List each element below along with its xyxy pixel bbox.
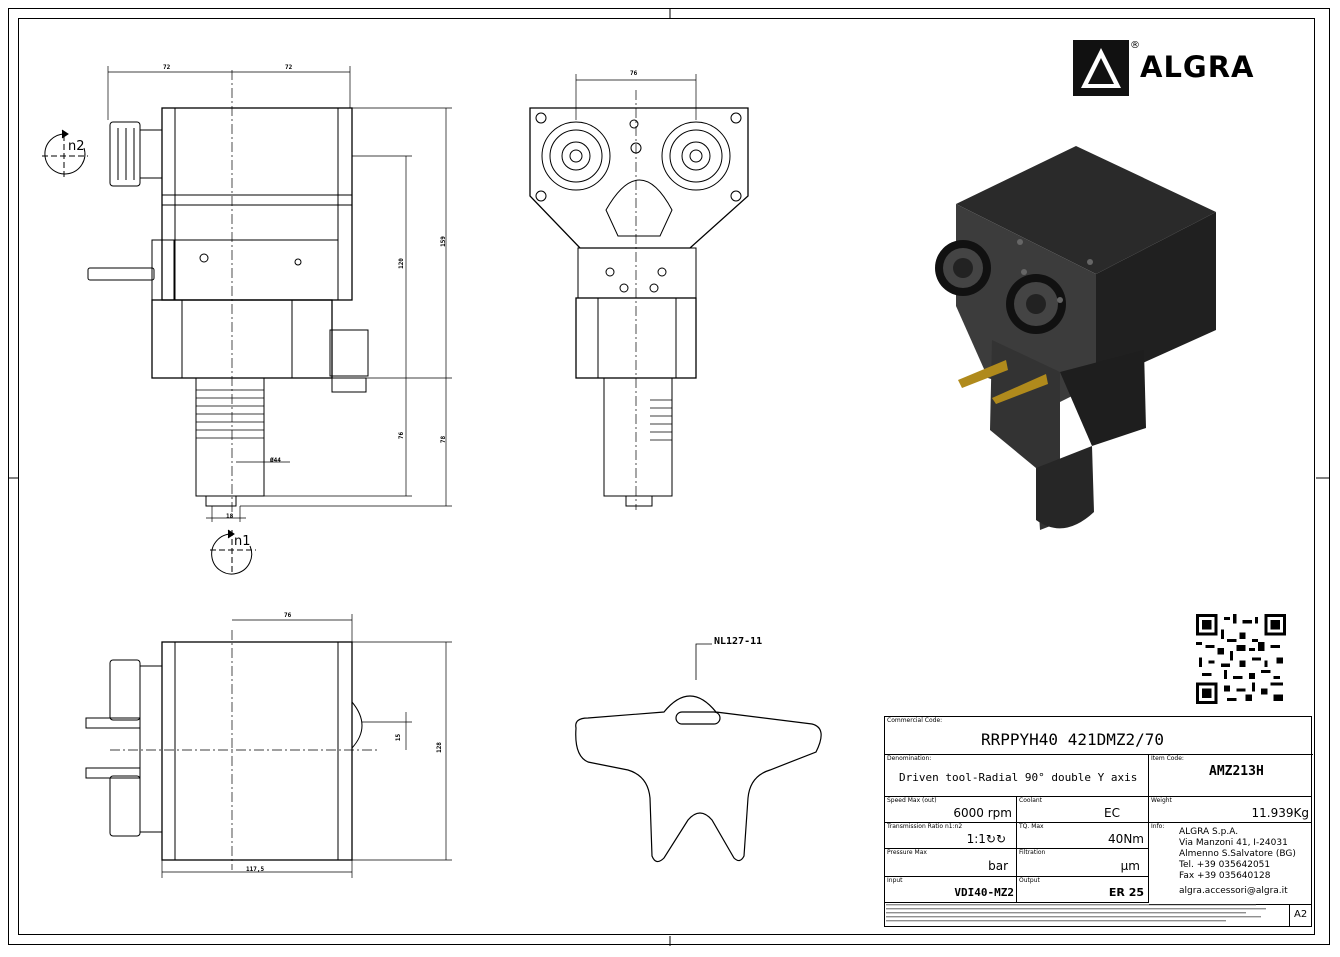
coolant-cell: Coolant EC bbox=[1017, 797, 1149, 823]
info-company: ALGRA S.p.A. bbox=[1179, 827, 1239, 837]
weight-cell: Weight 11.939Kg bbox=[1149, 797, 1311, 823]
dim-18: 18 bbox=[226, 513, 234, 520]
commercial-code-value: RRPPYH40 421DMZ2/70 bbox=[981, 730, 1165, 749]
transmission-value: 1:1↻↻ bbox=[966, 832, 1006, 846]
filtration-cell: Filtration µm bbox=[1017, 849, 1149, 877]
side-view bbox=[42, 66, 452, 575]
item-code-label: Item Code: bbox=[1151, 755, 1184, 762]
sheet-outer-border bbox=[8, 8, 1330, 945]
pressure-max-unit: bar bbox=[988, 859, 1008, 873]
tq-max-label: TQ. Max bbox=[1019, 823, 1044, 830]
info-street: Via Manzoni 41, I-24031 bbox=[1179, 838, 1288, 848]
dim-76-top-view: 76 bbox=[284, 612, 292, 619]
qr-code bbox=[1196, 614, 1286, 704]
item-code-value: AMZ213H bbox=[1209, 764, 1264, 779]
pressure-max-label: Pressure Max bbox=[887, 849, 927, 856]
legal-fine-print bbox=[886, 904, 1266, 922]
registered-mark: ® bbox=[1130, 40, 1140, 51]
speed-max-unit: rpm bbox=[987, 806, 1012, 820]
dim-15: 15 bbox=[395, 733, 403, 742]
input-value: VDI40-MZ2 bbox=[954, 886, 1014, 899]
dim-76-front: 76 bbox=[630, 70, 638, 77]
input-label: Input bbox=[887, 877, 903, 884]
info-email: algra.accessori@algra.it bbox=[1179, 886, 1288, 896]
speed-max-label: Speed Max (out) bbox=[887, 797, 937, 804]
dim-72-left: 72 bbox=[163, 64, 171, 71]
info-label: Info: bbox=[1151, 823, 1165, 830]
coolant-value: EC bbox=[1104, 806, 1120, 820]
sheet-size-cell: A2 bbox=[1289, 905, 1311, 926]
speed-max-cell: Speed Max (out) 6000 rpm bbox=[885, 797, 1017, 823]
commercial-code-label: Commercial Code: bbox=[887, 717, 943, 724]
transmission-cell: Transmission Ratio n1:n2 1:1↻↻ bbox=[885, 823, 1017, 849]
info-fax: Fax +39 035640128 bbox=[1179, 871, 1271, 881]
filtration-unit: µm bbox=[1120, 859, 1140, 873]
dim-76-lower: 76 bbox=[398, 431, 406, 440]
dim-159: 159 bbox=[439, 236, 447, 247]
title-block: Commercial Code: RRPPYH40 421DMZ2/70 Den… bbox=[884, 716, 1313, 927]
speed-max-value: 6000 bbox=[953, 806, 984, 820]
sheet-inner-border bbox=[18, 18, 1315, 935]
dim-diameter-44: Ø44 bbox=[270, 457, 281, 464]
front-view bbox=[529, 74, 749, 510]
tq-max-unit: Nm bbox=[1123, 832, 1144, 846]
sheet-size: A2 bbox=[1294, 909, 1308, 920]
coolant-label: Coolant bbox=[1019, 797, 1043, 804]
brand-name: ALGRA bbox=[1140, 50, 1255, 84]
pressure-max-cell: Pressure Max bar bbox=[885, 849, 1017, 877]
template-label: NL127-11 bbox=[714, 636, 763, 647]
info-city: Almenno S.Salvatore (BG) bbox=[1179, 849, 1296, 859]
dim-117-5: 117,5 bbox=[246, 866, 265, 873]
rotation-label-n1: n1 bbox=[234, 534, 251, 549]
info-cell: Info: ALGRA S.p.A. Via Manzoni 41, I-240… bbox=[1149, 823, 1311, 905]
filtration-label: Filtration bbox=[1019, 849, 1046, 856]
denomination-cell: Denomination: Driven tool-Radial 90° dou… bbox=[885, 755, 1149, 797]
dim-120: 120 bbox=[397, 258, 405, 269]
dim-128: 128 bbox=[435, 742, 443, 753]
dim-78: 78 bbox=[440, 435, 448, 444]
input-cell: Input VDI40-MZ2 bbox=[885, 877, 1017, 903]
dim-72-right: 72 bbox=[285, 64, 293, 71]
weight-value: 11.939Kg bbox=[1251, 806, 1309, 820]
algra-logo bbox=[1073, 40, 1129, 96]
transmission-label: Transmission Ratio n1:n2 bbox=[887, 823, 963, 830]
item-code-cell: Item Code: AMZ213H bbox=[1149, 755, 1311, 797]
isometric-render bbox=[935, 146, 1216, 530]
output-label: Output bbox=[1019, 877, 1040, 884]
output-cell: Output ER 25 bbox=[1017, 877, 1149, 903]
denomination-label: Denomination: bbox=[887, 755, 932, 762]
top-view bbox=[85, 614, 452, 878]
tq-max-value: 40 bbox=[1108, 832, 1124, 846]
template-profile bbox=[575, 643, 822, 863]
info-tel: Tel. +39 035642051 bbox=[1179, 860, 1271, 870]
weight-label: Weight bbox=[1151, 797, 1172, 804]
tq-max-cell: TQ. Max 40Nm bbox=[1017, 823, 1149, 849]
denomination-value: Driven tool-Radial 90° double Y axis bbox=[899, 771, 1138, 784]
output-value: ER 25 bbox=[1108, 886, 1144, 899]
commercial-code-cell: Commercial Code: RRPPYH40 421DMZ2/70 bbox=[885, 717, 1313, 755]
info-lines: ALGRA S.p.A. Via Manzoni 41, I-24031 Alm… bbox=[1179, 827, 1296, 897]
rotation-label-n2: n2 bbox=[68, 139, 85, 154]
